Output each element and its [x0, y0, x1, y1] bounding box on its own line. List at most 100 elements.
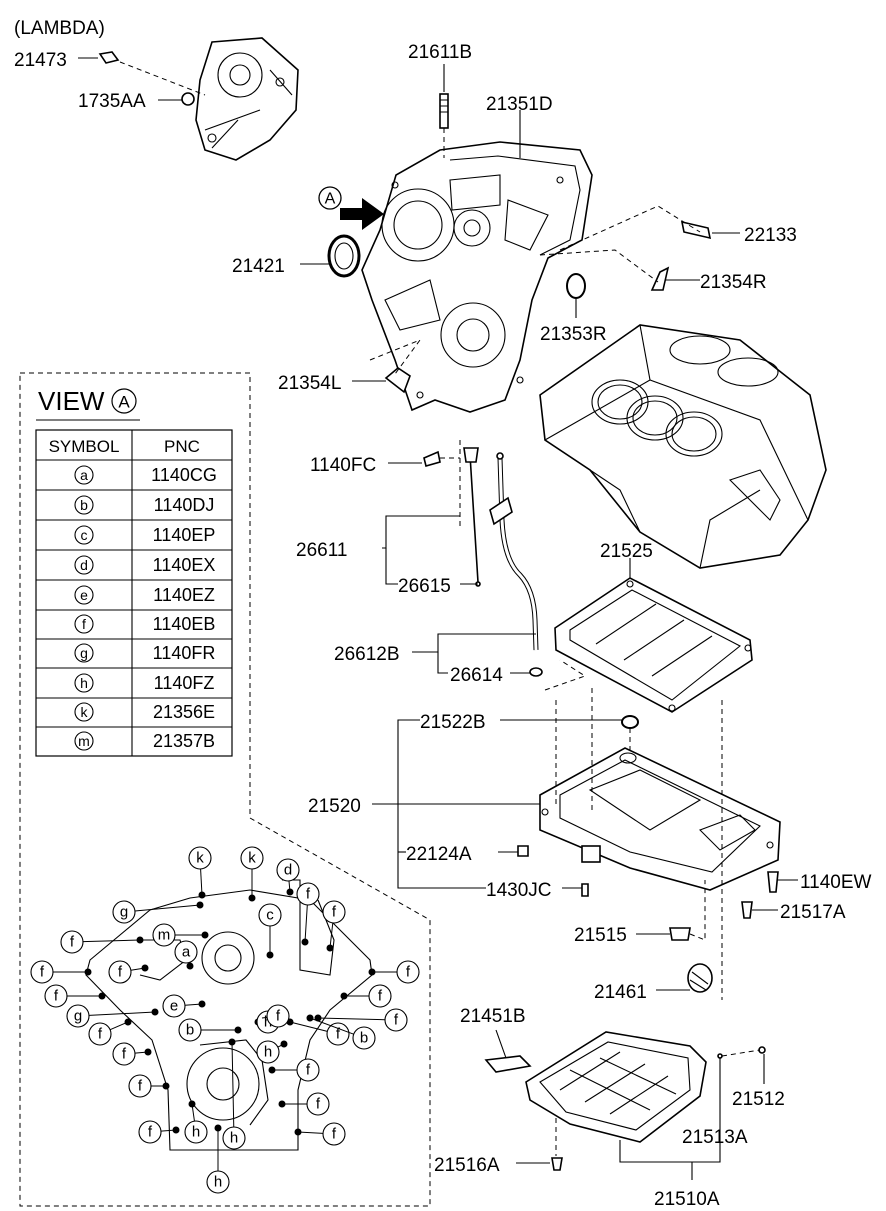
- callout-symbol: h: [214, 1174, 222, 1191]
- view-callout: f: [289, 1021, 350, 1046]
- leader-lines: [78, 57, 798, 1180]
- callout-circle: [178, 1018, 202, 1042]
- view-callout: f: [138, 1120, 177, 1144]
- label-21351D: 21351D: [486, 94, 553, 115]
- symbol-circle: [74, 614, 94, 634]
- view-callout: f: [30, 960, 88, 984]
- bolt-1140EW: [767, 871, 779, 893]
- callout-circle: [112, 1042, 136, 1066]
- table-symbol: m: [78, 733, 90, 749]
- label-1430JC: 1430JC: [486, 880, 552, 901]
- callout-leader: [289, 1021, 328, 1032]
- callout-symbol: g: [74, 1008, 82, 1025]
- callout-symbol: f: [40, 964, 45, 981]
- callout-leader: [130, 967, 146, 971]
- label-21354L: 21354L: [278, 373, 341, 394]
- view-callout: h: [184, 1103, 208, 1144]
- bolt-21516A: [551, 1157, 563, 1171]
- callout-symbol: c: [266, 907, 274, 924]
- label-1140FC: 1140FC: [310, 455, 376, 476]
- view-callout: b: [309, 1017, 376, 1050]
- label-26612B: 26612B: [334, 644, 400, 665]
- callout-circle: [384, 1008, 408, 1032]
- oring-21522B: [621, 715, 639, 729]
- plug-22124A: [517, 845, 529, 857]
- callout-symbol: f: [406, 964, 411, 981]
- table-row: a 1140CG: [74, 465, 217, 485]
- label-21461: 21461: [594, 982, 647, 1003]
- label-21515: 21515: [574, 925, 627, 946]
- callout-circle: [396, 960, 420, 984]
- callout-symbol: f: [276, 1008, 281, 1025]
- callout-symbol: m: [158, 927, 171, 944]
- callout-leader: [134, 904, 201, 912]
- view-callout: f: [112, 1042, 149, 1066]
- view-callout: f: [108, 960, 146, 984]
- callout-circle: [222, 1126, 246, 1150]
- callout-circle: [296, 882, 320, 906]
- pin-1430JC: [581, 883, 589, 897]
- callout-leader: [288, 880, 291, 893]
- label-22133: 22133: [744, 225, 797, 246]
- label-26614: 26614: [450, 665, 503, 686]
- part-labels: (LAMBDA) 21473 1735AA 21611B 21351D 2142…: [14, 18, 872, 1210]
- dipstick-tube-drawing: [463, 447, 543, 677]
- callout-leader: [261, 1016, 268, 1019]
- view-callout: f: [261, 1004, 290, 1028]
- callout-leader: [188, 962, 191, 967]
- callout-symbol: f: [316, 1096, 321, 1113]
- view-callout: f: [317, 1008, 408, 1032]
- callout-symbol: f: [70, 934, 75, 951]
- table-pnc: 1140EB: [153, 614, 216, 634]
- callout-circle: [174, 940, 198, 964]
- callout-leader: [309, 1017, 354, 1035]
- callout-leader: [82, 939, 141, 943]
- view-callout: h: [222, 1041, 246, 1150]
- view-callout: f: [296, 882, 320, 943]
- callout-symbol: h: [264, 1044, 272, 1061]
- table-pnc: 1140FZ: [154, 673, 215, 693]
- callout-leader: [231, 1041, 235, 1128]
- view-callout: h: [206, 1128, 230, 1194]
- callout-circle: [322, 900, 346, 924]
- table-symbol: a: [80, 467, 88, 483]
- label-21525: 21525: [600, 541, 653, 562]
- callout-circle: [206, 1170, 230, 1194]
- lower-oil-pan-drawing: [484, 1031, 707, 1143]
- view-callout: e: [162, 994, 203, 1018]
- washer-21513A: [717, 1053, 723, 1059]
- table-pnc: 1140DJ: [154, 495, 215, 515]
- view-a-arrow: A: [318, 186, 384, 230]
- view-callout: f: [372, 960, 420, 984]
- callout-symbol: a: [182, 944, 191, 961]
- callout-symbol: f: [378, 988, 383, 1005]
- callout-symbol: h: [192, 1124, 200, 1141]
- symbol-circle: [74, 465, 94, 485]
- view-callout: f: [322, 900, 346, 949]
- table-header-symbol: SYMBOL: [49, 437, 120, 456]
- callout-leader: [109, 1021, 129, 1031]
- symbol-circle: [74, 731, 94, 751]
- label-21510A: 21510A: [654, 1189, 720, 1210]
- table-pnc: 1140CG: [151, 465, 217, 485]
- view-callout: f: [272, 1058, 320, 1082]
- callout-circle: [322, 1122, 346, 1146]
- callout-symbol: f: [332, 1126, 337, 1143]
- view-callout: f: [297, 1122, 346, 1146]
- callout-symbol: f: [138, 1078, 143, 1095]
- callout-symbol: b: [186, 1022, 194, 1039]
- symbol-circle: [74, 702, 94, 722]
- view-callout: f: [128, 1074, 166, 1098]
- callout-circle: [258, 903, 282, 927]
- callout-circle: [256, 1040, 280, 1064]
- callout-leader: [277, 1043, 285, 1048]
- view-callout: c: [258, 903, 282, 955]
